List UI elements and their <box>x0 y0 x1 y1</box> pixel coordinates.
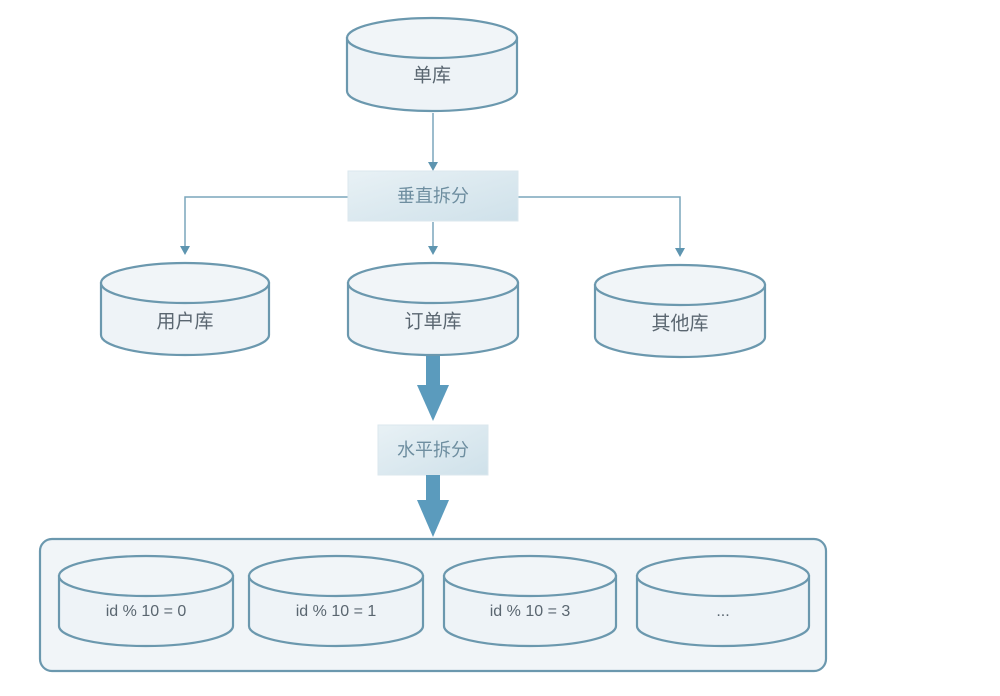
db-single-label: 单库 <box>413 65 451 87</box>
vertical-split-box: 垂直拆分 <box>347 170 519 222</box>
vertical-split-label: 垂直拆分 <box>397 186 469 207</box>
edge-vertical-to-other <box>518 196 685 257</box>
thick-arrow-horizontal-to-shards <box>417 475 449 537</box>
shard-db-2-label: id % 10 = 3 <box>490 603 571 620</box>
shard-db-1: id % 10 = 1 <box>247 554 425 648</box>
shard-db-0-label: id % 10 = 0 <box>106 603 187 620</box>
shard-db-more: ... <box>635 554 811 648</box>
shard-db-2: id % 10 = 3 <box>442 554 618 648</box>
shard-group <box>38 537 828 673</box>
db-user: 用户库 <box>99 261 271 357</box>
edge-vertical-to-order <box>428 222 438 255</box>
horizontal-split-box: 水平拆分 <box>377 424 489 476</box>
shard-db-more-label: ... <box>716 603 729 620</box>
edge-vertical-to-user <box>180 196 348 255</box>
db-order-label: 订单库 <box>404 311 461 333</box>
horizontal-split-label: 水平拆分 <box>397 440 469 461</box>
db-other-label: 其他库 <box>651 313 708 335</box>
db-user-label: 用户库 <box>156 311 213 333</box>
thick-arrow-order-to-horizontal <box>417 356 449 421</box>
db-order: 订单库 <box>346 261 520 357</box>
shard-db-0: id % 10 = 0 <box>57 554 235 648</box>
shard-db-1-label: id % 10 = 1 <box>296 603 377 620</box>
edge-single-to-vertical <box>428 113 438 171</box>
db-other: 其他库 <box>593 263 767 359</box>
db-single: 单库 <box>345 16 519 113</box>
